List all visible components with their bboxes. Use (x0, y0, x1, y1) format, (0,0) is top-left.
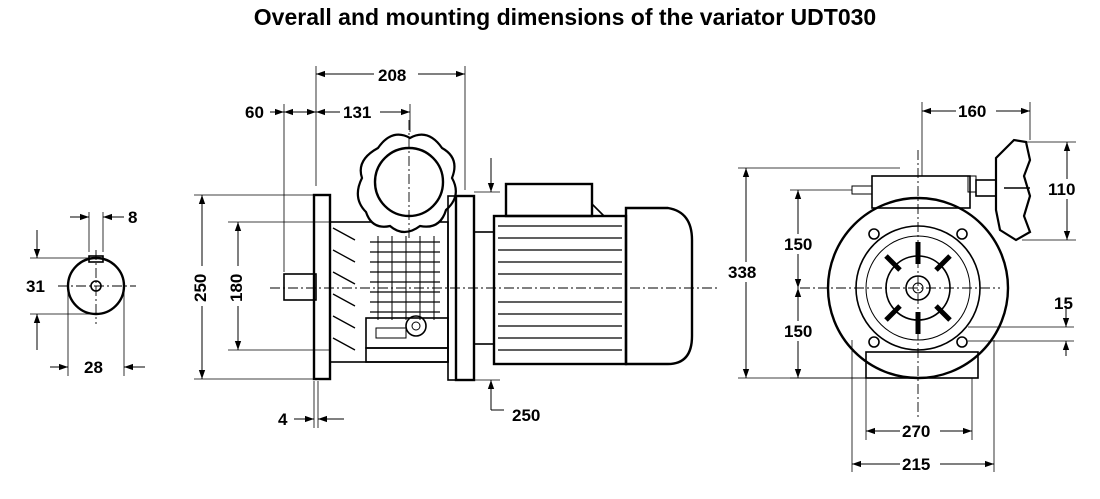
dim-flange-thickness-4: 4 (278, 410, 288, 429)
shaft-end-view: 8 31 28 (26, 208, 145, 377)
dim-110: 110 (1048, 180, 1075, 199)
dim-131: 131 (343, 103, 371, 122)
dim-15: 15 (1054, 294, 1073, 313)
dim-338: 338 (728, 263, 756, 282)
dim-overall-208: 208 (378, 66, 406, 85)
dim-215: 215 (902, 455, 930, 474)
dim-keyway-8: 8 (128, 208, 137, 227)
side-view: 208 60 131 250 180 4 250 (188, 64, 720, 429)
dim-flange-250: 250 (191, 274, 210, 302)
dim-270: 270 (902, 422, 930, 441)
dim-150-lower: 150 (784, 322, 812, 341)
end-view: 160 110 338 150 150 15 270 (726, 101, 1086, 474)
dim-diameter-28: 28 (84, 358, 103, 377)
dim-160: 160 (958, 102, 986, 121)
diagram-title: Overall and mounting dimensions of the v… (253, 4, 877, 30)
dim-height-31: 31 (26, 277, 45, 296)
dim-motor-250: 250 (512, 406, 540, 425)
dim-pilot-180: 180 (227, 274, 246, 302)
dim-150-upper: 150 (784, 235, 812, 254)
dim-60: 60 (245, 103, 264, 122)
